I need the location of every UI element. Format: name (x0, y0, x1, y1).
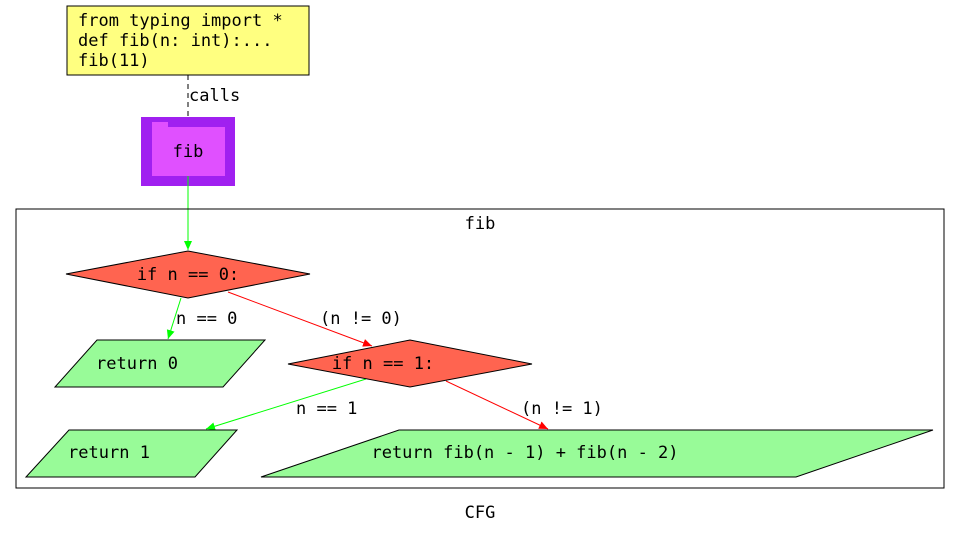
function-node: fib (141, 117, 235, 186)
diagram-caption: CFG (465, 503, 496, 523)
cluster-border (15, 208, 945, 489)
cluster-edges: n == 0 (n != 0) n == 1 (n != 1) (166, 291, 603, 431)
code-line-1: from typing import * (78, 11, 283, 31)
calls-edge: calls (184, 75, 240, 127)
calls-edge-label: calls (189, 86, 240, 106)
decision-if-n-eq-0: if n == 0: (65, 250, 311, 299)
terminal-return-0: return 0 (53, 339, 267, 388)
edge-n-eq-1-label: n == 1 (296, 399, 357, 419)
decision-if-n-eq-0-label: if n == 0: (137, 265, 239, 285)
decision-shape (65, 250, 311, 299)
terminal-shape (260, 429, 934, 478)
terminal-return-1-label: return 1 (68, 443, 150, 463)
edge-n-eq-0-label: n == 0 (176, 309, 237, 329)
edge-n-eq-1 (205, 378, 367, 431)
cluster-title: fib (465, 214, 496, 234)
code-box-shape (66, 5, 310, 76)
folder-icon (152, 122, 225, 176)
decision-if-n-eq-1-label: if n == 1: (332, 354, 434, 374)
decision-if-n-eq-1: if n == 1: (287, 339, 533, 388)
edge-n-ne-1-label: (n != 1) (521, 399, 603, 419)
edge-n-ne-1 (445, 380, 549, 430)
terminal-return-1: return 1 (24, 429, 239, 478)
edge-n-ne-0-label: (n != 0) (320, 309, 402, 329)
edge-n-eq-0 (166, 297, 182, 340)
edge-n-ne-0 (227, 291, 373, 347)
terminal-shape (24, 429, 239, 478)
code-line-2: def fib(n: int):... (78, 31, 272, 51)
terminal-shape (53, 339, 267, 388)
terminal-return-0-label: return 0 (96, 354, 178, 374)
cluster-fib: fib (15, 208, 945, 489)
code-box: from typing import * def fib(n: int):...… (66, 5, 310, 76)
decision-shape (287, 339, 533, 388)
function-node-label: fib (173, 142, 204, 162)
code-line-3: fib(11) (78, 51, 150, 71)
terminal-return-fib: return fib(n - 1) + fib(n - 2) (260, 429, 934, 478)
terminal-return-fib-label: return fib(n - 1) + fib(n - 2) (371, 443, 678, 463)
